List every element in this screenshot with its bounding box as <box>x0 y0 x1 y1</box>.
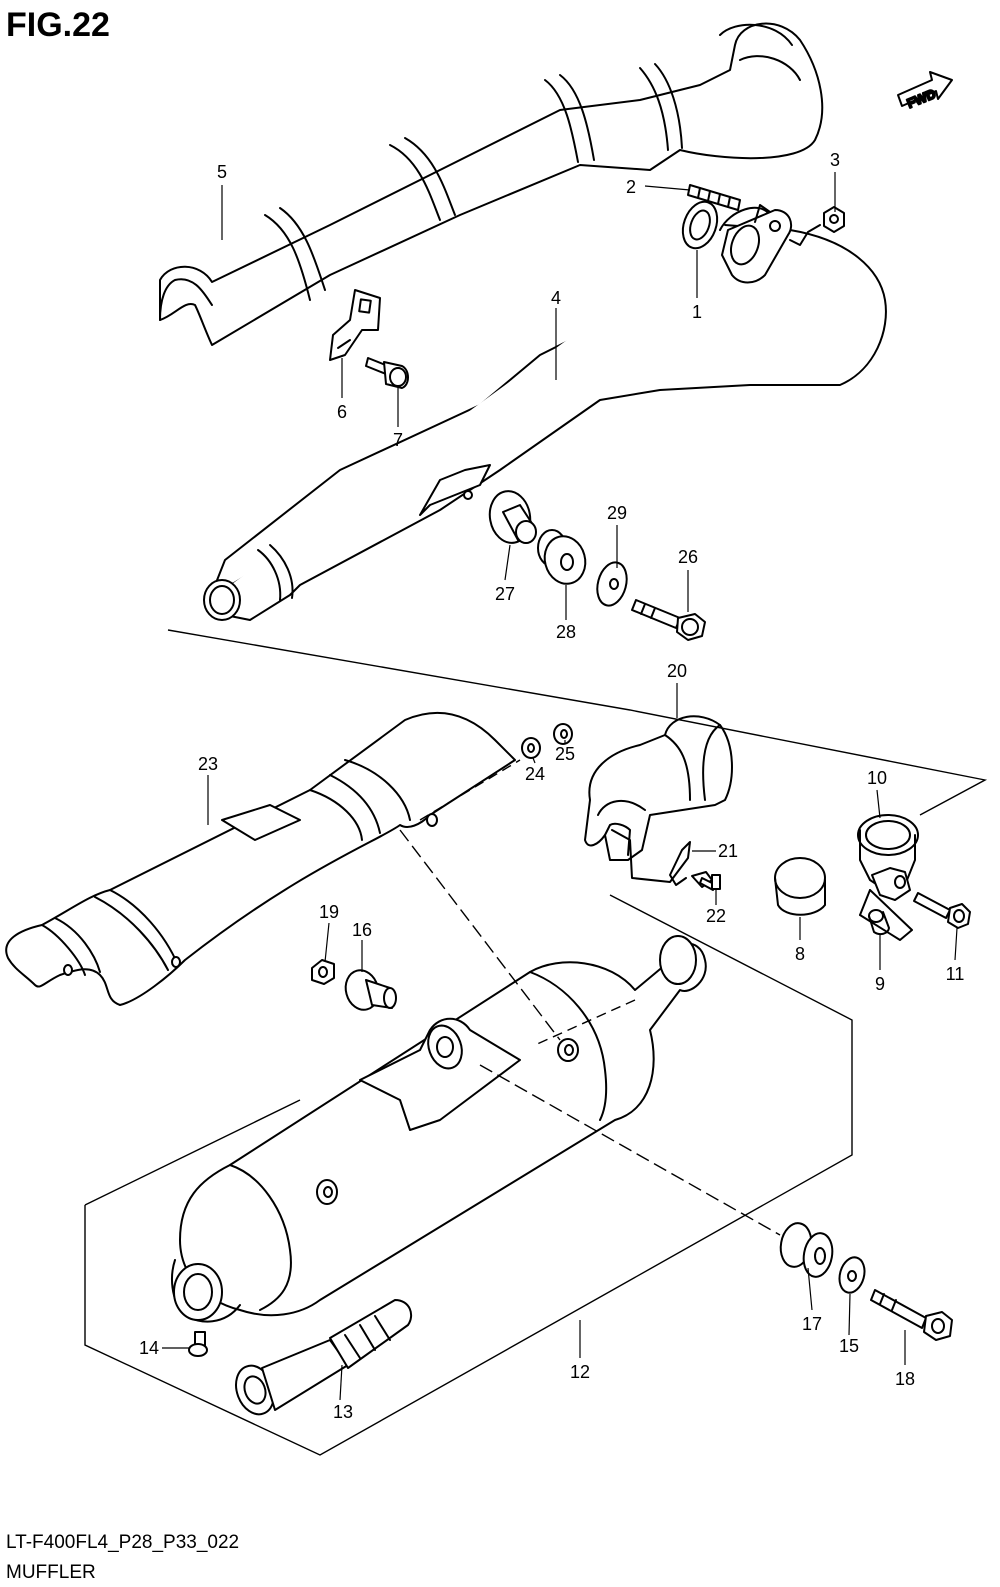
part-label-20: 20 <box>667 661 687 681</box>
muffler-grommet <box>777 1221 835 1279</box>
cover-screw <box>692 872 720 890</box>
cover-bolt <box>366 358 408 388</box>
exhaust-pipe <box>204 208 886 620</box>
part-label-11: 11 <box>946 964 965 984</box>
part-label-17: 17 <box>802 1314 822 1334</box>
part-label-26: 26 <box>678 547 698 567</box>
assembly-lines <box>85 630 985 1455</box>
muffler-cover <box>6 713 515 1005</box>
cover-clip <box>612 830 690 885</box>
mount-bushing <box>486 488 536 546</box>
part-label-22: 22 <box>706 906 726 926</box>
muffler-collar <box>341 967 396 1014</box>
part-label-25: 25 <box>555 744 575 764</box>
clamp-bolt <box>914 893 970 928</box>
part-label-4: 4 <box>551 288 561 308</box>
spark-arrester <box>230 1300 412 1420</box>
part-label-7: 7 <box>393 430 403 450</box>
part-label-2: 2 <box>626 177 636 197</box>
part-label-6: 6 <box>337 402 347 422</box>
part-label-3: 3 <box>830 150 840 170</box>
figure-name: MUFFLER <box>6 1562 96 1583</box>
leader-lines <box>162 172 957 1400</box>
muffler-washer <box>836 1255 868 1296</box>
part-label-28: 28 <box>556 622 576 642</box>
joint-cover <box>585 716 732 860</box>
part-label-5: 5 <box>217 162 227 182</box>
washer <box>593 559 631 609</box>
part-label-1: 1 <box>692 302 702 322</box>
drawing-code: LT-F400FL4_P28_P33_022 <box>6 1532 240 1553</box>
part-label-29: 29 <box>607 503 627 523</box>
part-labels: 1 2 3 4 5 6 7 8 9 10 11 12 13 14 15 16 1… <box>139 150 964 1422</box>
part-label-16: 16 <box>352 920 372 940</box>
figure-title: FIG.22 <box>6 6 110 44</box>
flange-nut <box>755 205 844 245</box>
rubber-sleeve <box>775 858 825 915</box>
forward-arrow-icon: FWD <box>898 72 952 112</box>
cover-nut <box>554 724 572 744</box>
spacer <box>869 910 889 934</box>
muffler-bolt <box>871 1290 952 1340</box>
mount-bolt <box>632 600 705 640</box>
part-label-9: 9 <box>875 974 885 994</box>
drain-screw <box>189 1332 207 1356</box>
muffler-body <box>172 936 706 1322</box>
part-label-19: 19 <box>319 902 339 922</box>
part-label-24: 24 <box>525 764 545 784</box>
cover-bracket <box>330 290 380 360</box>
rubber-grommet <box>538 530 591 588</box>
pipe-clamp <box>858 815 918 940</box>
gasket <box>677 197 723 253</box>
part-label-12: 12 <box>570 1362 590 1382</box>
stud-bolt <box>688 185 740 210</box>
part-label-18: 18 <box>895 1369 915 1389</box>
part-label-21: 21 <box>718 841 738 861</box>
exhaust-flange <box>722 210 791 283</box>
muffler-nut <box>312 960 334 984</box>
part-label-27: 27 <box>495 584 515 604</box>
part-label-14: 14 <box>139 1338 159 1358</box>
part-label-13: 13 <box>333 1402 353 1422</box>
part-label-8: 8 <box>795 944 805 964</box>
part-label-15: 15 <box>839 1336 859 1356</box>
part-label-23: 23 <box>198 754 218 774</box>
part-label-10: 10 <box>867 768 887 788</box>
exhaust-pipe-cover <box>160 24 822 345</box>
cover-washer <box>522 738 540 758</box>
